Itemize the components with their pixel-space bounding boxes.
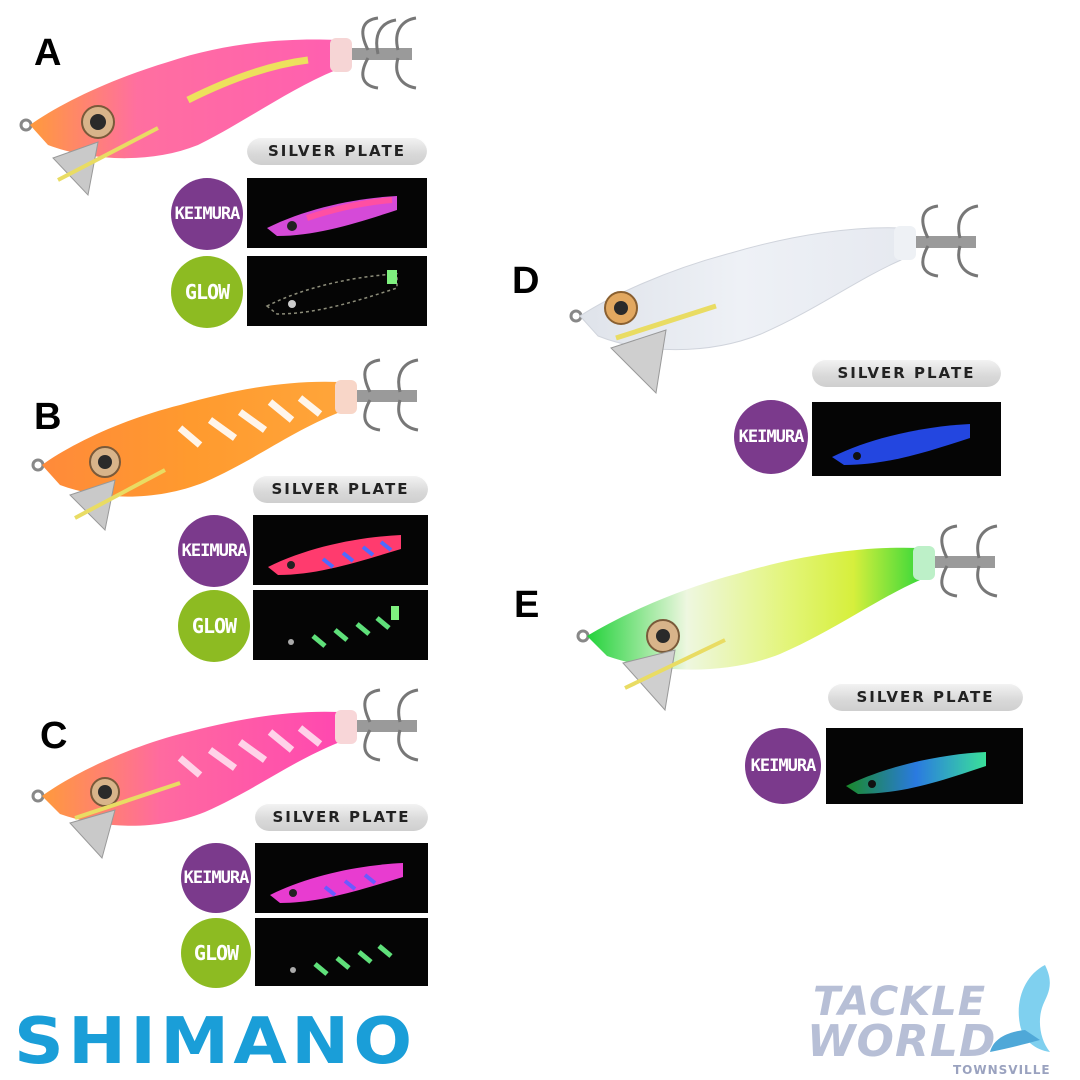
variant-d-keimura-image <box>812 402 1001 476</box>
variant-d-keimura-badge: KEIMURA <box>734 400 808 474</box>
tackle-world-location: TOWNSVILLE <box>953 1063 1051 1077</box>
variant-c-keimura-badge: KEIMURA <box>181 843 251 913</box>
fish-icon <box>990 965 1050 1052</box>
variant-a-silver-plate-label: SILVER PLATE <box>247 137 427 165</box>
variant-d-label: D <box>512 260 540 302</box>
variant-b-glow-image <box>253 590 428 660</box>
variant-e-keimura-badge: KEIMURA <box>745 728 821 804</box>
variant-e-label: E <box>514 584 540 626</box>
variant-e-silver-plate-label: SILVER PLATE <box>828 683 1023 711</box>
variant-b-glow-badge: GLOW <box>178 590 250 662</box>
variant-e-lure-image <box>575 518 1025 718</box>
variant-a-keimura-image <box>247 178 427 248</box>
variant-d-lure-image <box>566 198 1006 398</box>
variant-a-keimura-badge: KEIMURA <box>171 178 243 250</box>
variant-c-silver-plate-label: SILVER PLATE <box>255 803 428 831</box>
variant-c-keimura-image <box>255 843 428 913</box>
variant-b-lure-image <box>30 350 440 540</box>
variant-d-silver-plate-label: SILVER PLATE <box>812 359 1001 387</box>
variant-b-keimura-badge: KEIMURA <box>178 515 250 587</box>
variant-a-glow-image <box>247 256 427 326</box>
variant-a-label: A <box>34 32 62 74</box>
variant-a-lure-image <box>18 10 438 200</box>
variant-a-glow-badge: GLOW <box>171 256 243 328</box>
variant-c-glow-badge: GLOW <box>181 918 251 988</box>
variant-b-silver-plate-label: SILVER PLATE <box>253 475 428 503</box>
variant-c-lure-image <box>30 688 440 863</box>
tackle-world-tackle-text: TACKLE <box>813 979 987 1025</box>
variant-c-glow-image <box>255 918 428 986</box>
variant-c-label: C <box>40 715 68 757</box>
shimano-logo: SHIMANO <box>14 1005 417 1079</box>
tackle-world-logo: TACKLE WORLD TOWNSVILLE <box>805 960 1075 1078</box>
variant-e-keimura-image <box>826 728 1023 804</box>
tackle-world-world-text: WORLD <box>807 1016 997 1067</box>
variant-b-keimura-image <box>253 515 428 585</box>
variant-b-label: B <box>34 396 62 438</box>
